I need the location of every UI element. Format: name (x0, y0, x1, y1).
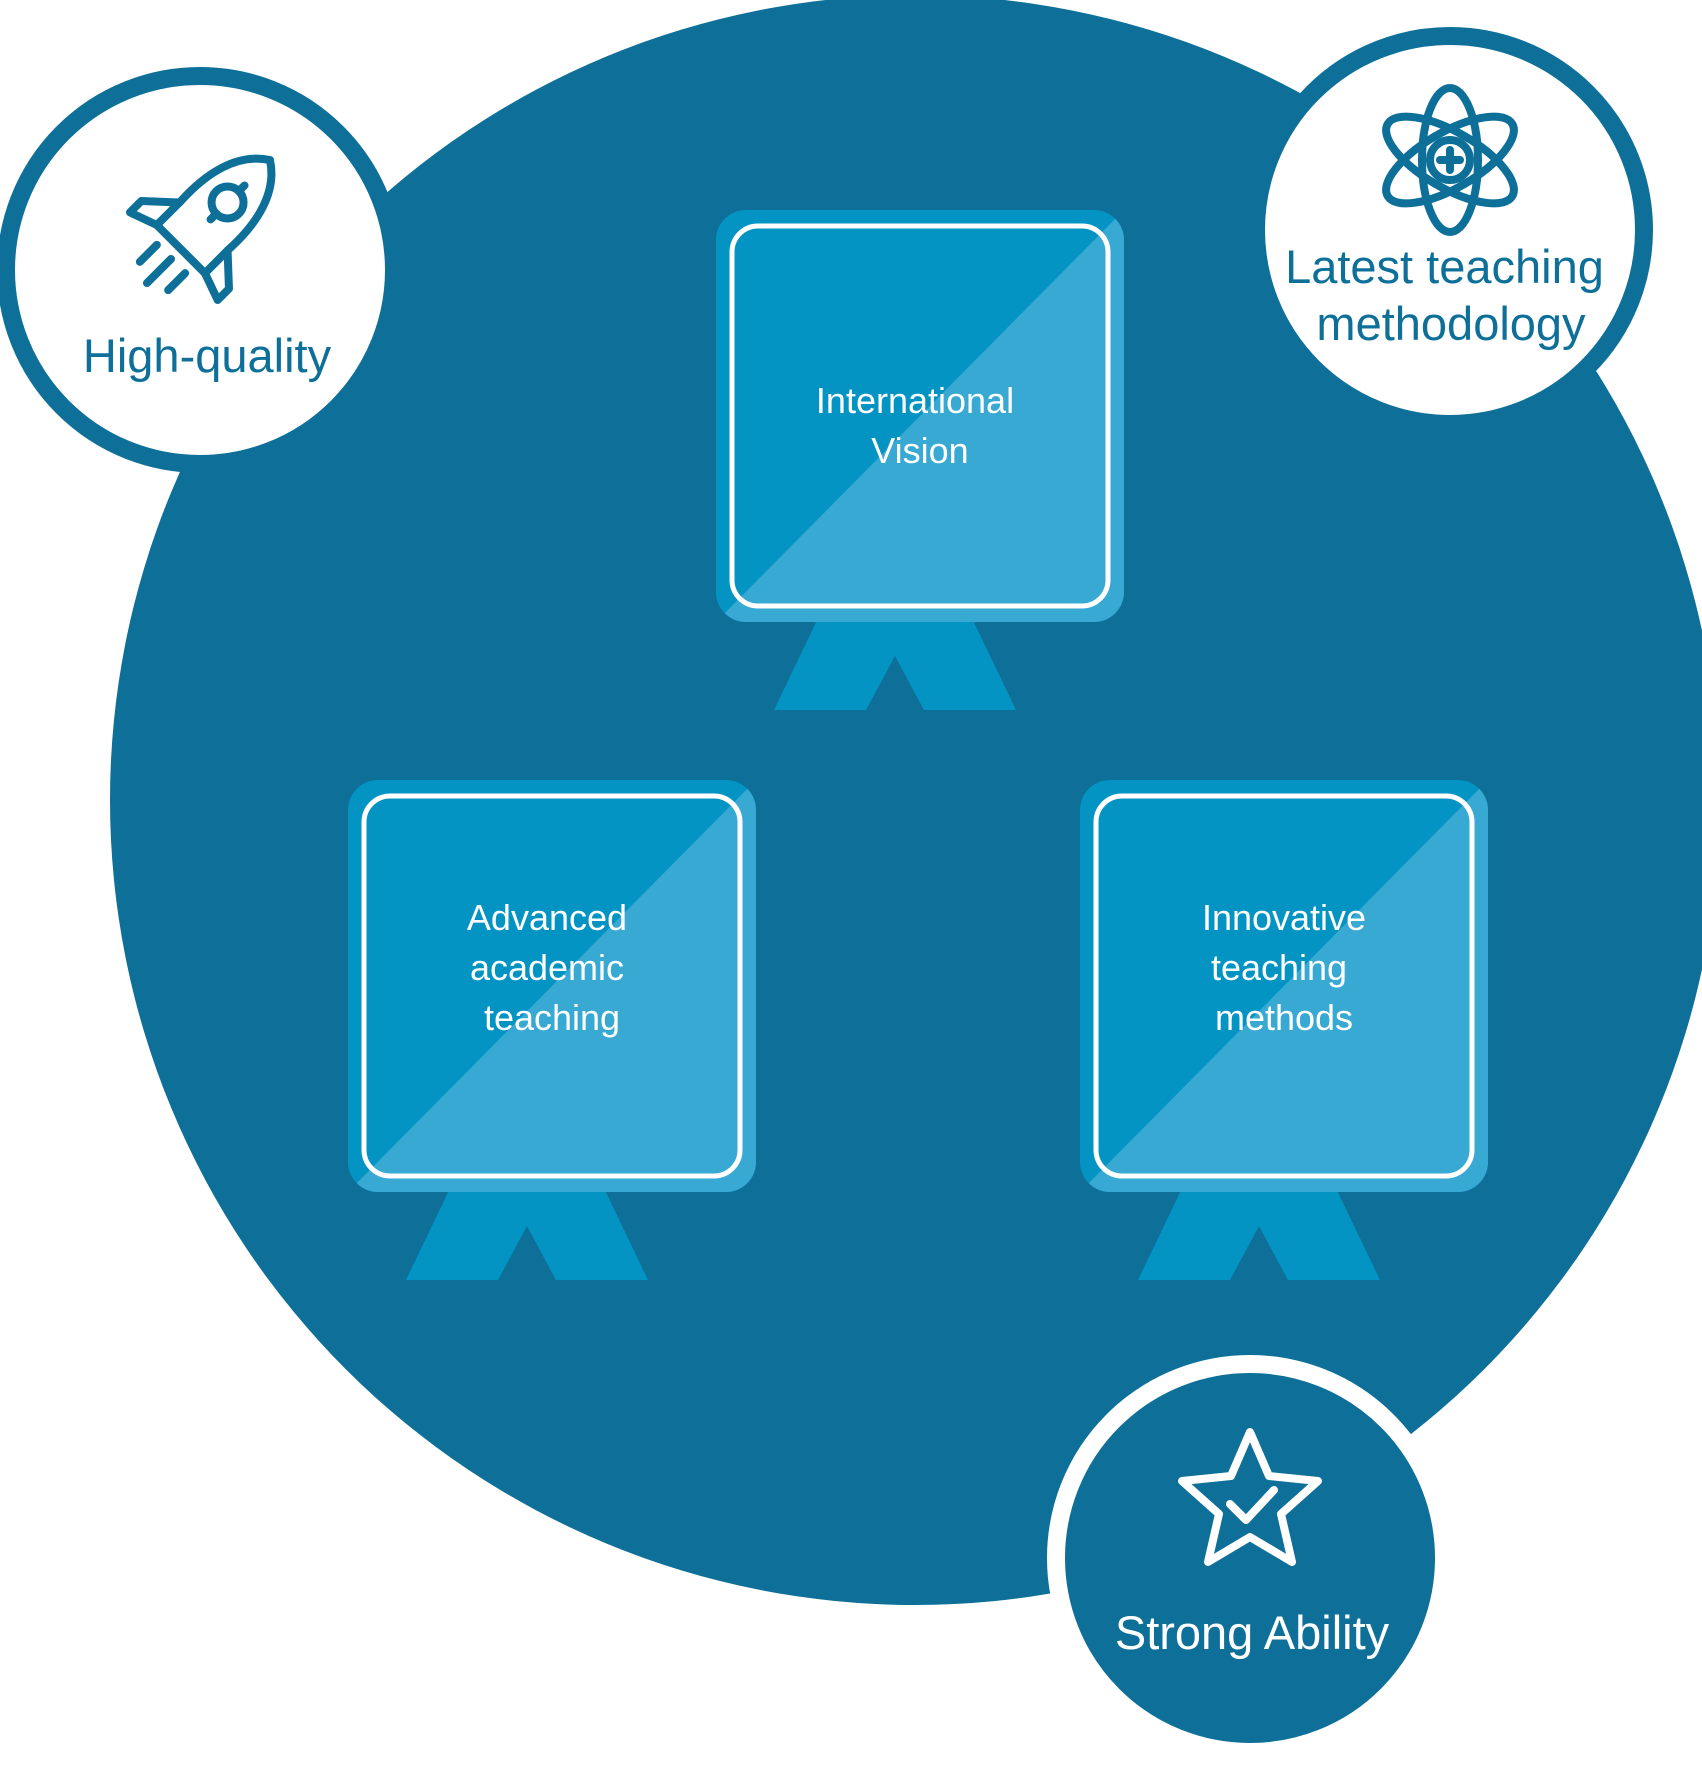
node-strong-ability: Strong Ability (1047, 1355, 1453, 1761)
badge-ribbon-notch (1288, 1280, 1380, 1338)
badge-advanced-academic-teaching: Advanced academic teaching (348, 780, 756, 1338)
badge-international-vision: International Vision (716, 210, 1124, 768)
badge-frame (729, 223, 1111, 609)
badge-ribbon-notch (1138, 1280, 1230, 1338)
badge-sheen (1080, 780, 1488, 1192)
rocket-icon (125, 154, 276, 305)
badge-ribbon-notch (924, 710, 1016, 768)
badge-label: Innovative teaching methods (1202, 897, 1376, 1038)
atom-icon (1382, 84, 1518, 236)
badge-sheen (716, 210, 1124, 622)
node-circle (1047, 1355, 1453, 1761)
badge-ribbon-notch (774, 710, 866, 768)
badge-label: International Vision (816, 380, 1024, 471)
node-label: Strong Ability (1115, 1606, 1390, 1659)
badge-frame (1093, 793, 1475, 1179)
node-latest-teaching-methodology: Latest teaching methodology (1247, 27, 1653, 433)
node-label: High-quality (83, 329, 332, 382)
badge-ribbon-gap (866, 656, 924, 710)
badge-ribbon-gap (498, 1226, 556, 1280)
badge-innovative-teaching-methods: Innovative teaching methods (1080, 780, 1488, 1338)
badge-frame (361, 793, 743, 1179)
badge-ribbon-notch (406, 1280, 498, 1338)
badge-label: Advanced academic teaching (467, 897, 637, 1038)
node-high-quality: High-quality (0, 67, 403, 473)
node-label: Latest teaching methodology (1285, 240, 1617, 350)
star-check-icon (1178, 1428, 1322, 1566)
badge-sheen (348, 780, 756, 1192)
badge-ribbon-gap (1230, 1226, 1288, 1280)
badge-ribbon-notch (556, 1280, 648, 1338)
